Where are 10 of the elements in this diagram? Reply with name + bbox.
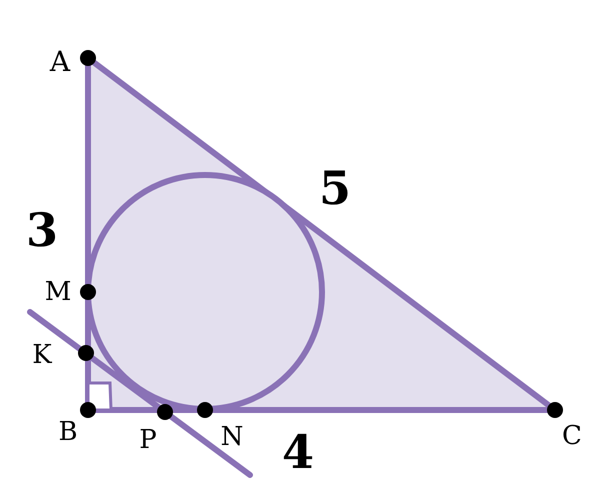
point-label: B [58,419,78,445]
point-label: N [220,424,244,450]
side-length-label: 3 [26,207,58,253]
point-label: P [139,427,157,453]
side-length-label: 5 [319,165,351,211]
point-label: C [562,423,582,449]
point-label: K [32,342,52,368]
side-length-label: 4 [282,429,314,475]
point-label: A [50,48,70,76]
point-label: M [44,279,72,305]
